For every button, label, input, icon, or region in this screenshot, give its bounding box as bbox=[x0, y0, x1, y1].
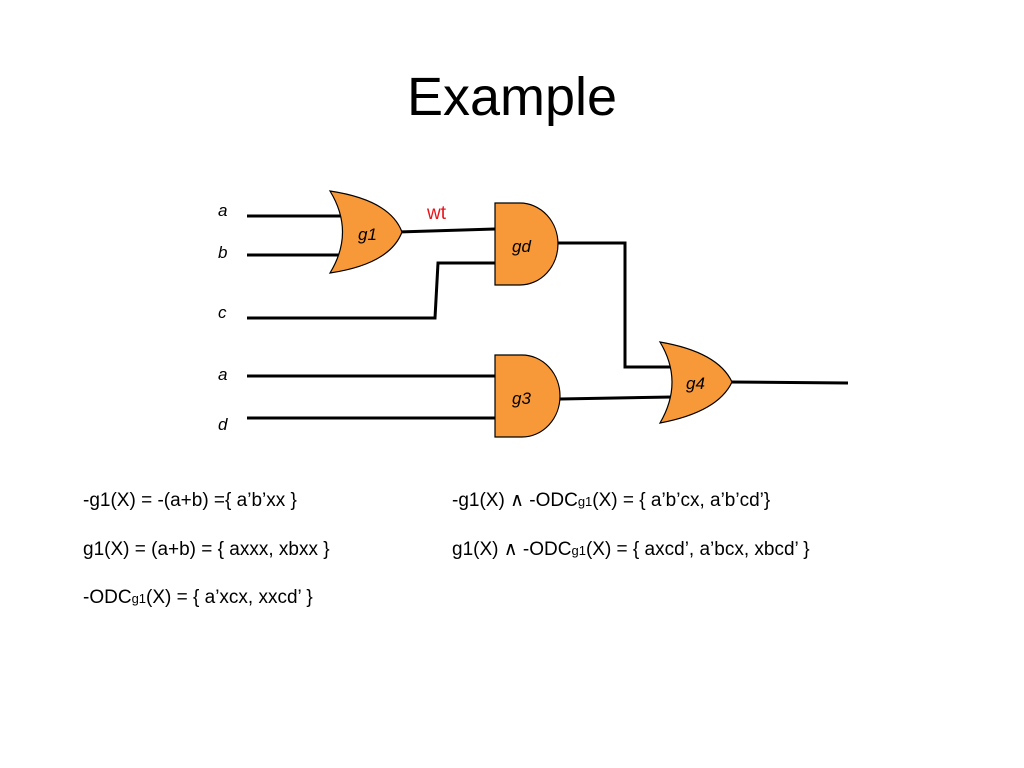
input-label-a: a bbox=[218, 201, 227, 220]
equation-left-2: g1(X) = (a+b) = { axxx, xbxx } bbox=[83, 538, 330, 562]
equation-right-1: -g1(X) ∧ -ODCg1(X) = { a’b’cx, a’b’cd’} bbox=[452, 489, 770, 514]
and-gate-g3 bbox=[494, 354, 561, 438]
input-label-a-lower: a bbox=[218, 365, 227, 384]
equation-prefix: -g1(X) ∧ -ODC bbox=[452, 490, 578, 511]
equation-left-3: -ODCg1(X) = { a’xcx, xxcd’ } bbox=[83, 586, 313, 611]
and-gate-gd bbox=[494, 202, 559, 286]
equation-suffix: (X) = { a’xcx, xxcd’ } bbox=[146, 587, 313, 608]
gate-label-g1: g1 bbox=[358, 225, 377, 244]
wire-g4-output bbox=[729, 380, 849, 385]
equation-prefix: g1(X) ∧ -ODC bbox=[452, 539, 572, 560]
input-label-b: b bbox=[218, 243, 227, 262]
input-label-c: c bbox=[218, 303, 227, 322]
equation-suffix: (X) = { axcd’, a’bcx, xbcd’ } bbox=[585, 539, 810, 560]
equation-right-2: g1(X) ∧ -ODCg1(X) = { axcd’, a’bcx, xbcd… bbox=[452, 538, 810, 563]
slide-title: Example bbox=[406, 67, 618, 127]
or-gate-g4 bbox=[658, 341, 733, 424]
equation-left-1: -g1(X) = -(a+b) ={ a’b’xx } bbox=[83, 489, 297, 513]
gate-label-gd: gd bbox=[512, 237, 531, 256]
gate-label-g3: g3 bbox=[512, 389, 531, 408]
equation-subscript: g1 bbox=[577, 494, 593, 509]
equation-text: -g1(X) = -(a+b) ={ a’b’xx } bbox=[83, 490, 297, 511]
equation-subscript: g1 bbox=[131, 591, 147, 606]
gate-label-g4: g4 bbox=[686, 374, 705, 393]
wire-g1-to-gd bbox=[397, 227, 496, 234]
wire-gd-to-g4 bbox=[555, 241, 672, 369]
input-label-d: d bbox=[218, 415, 228, 434]
wire-label-wt: wt bbox=[426, 203, 447, 224]
wire-g3-to-g4 bbox=[559, 395, 673, 401]
wire-c-to-gd bbox=[247, 261, 495, 320]
equation-suffix: (X) = { a’b’cx, a’b’cd’} bbox=[592, 490, 771, 511]
equation-prefix: -ODC bbox=[83, 587, 132, 608]
equation-text: g1(X) = (a+b) = { axxx, xbxx } bbox=[83, 539, 330, 560]
equation-subscript: g1 bbox=[571, 543, 586, 558]
or-gate-g1 bbox=[328, 190, 403, 274]
